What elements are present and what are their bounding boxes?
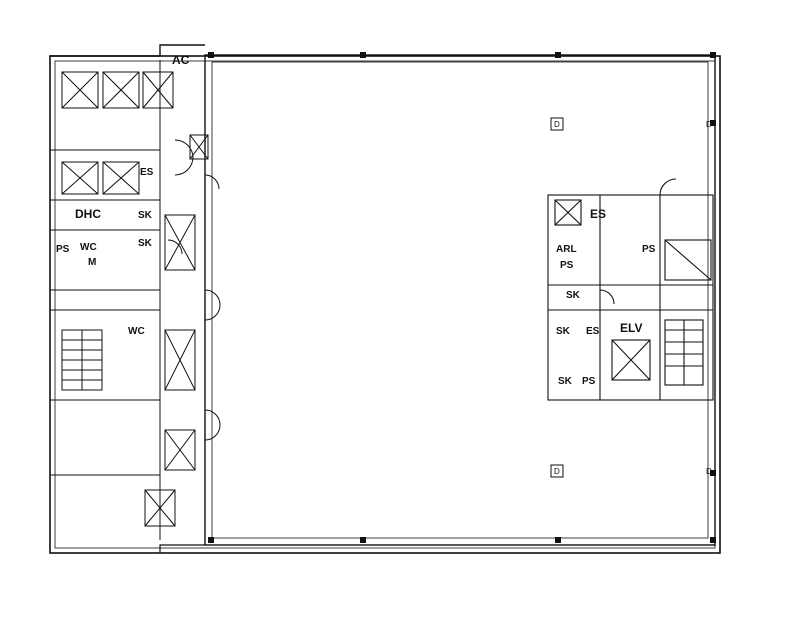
label-ac: AC	[172, 53, 190, 67]
label-sk-r2: SK	[556, 326, 571, 337]
label-wc-mid: WC	[128, 326, 145, 337]
column-marker: D	[706, 467, 712, 476]
label-ps-r4: PS	[582, 376, 596, 387]
room-labels: AC ES DHC SK PS WC M SK WC ES ARL PS PS …	[56, 53, 656, 387]
column-marker: D	[554, 467, 560, 476]
label-m: M	[88, 257, 96, 268]
label-ps-r2: PS	[642, 244, 656, 255]
label-sk-right: SK	[566, 290, 581, 301]
label-arl: ARL	[556, 244, 577, 255]
column-marker: D	[554, 120, 560, 129]
label-es-r2: ES	[586, 326, 600, 337]
perimeter-columns	[208, 52, 716, 543]
left-core	[50, 60, 221, 540]
label-es-right: ES	[590, 207, 606, 221]
label-es-left: ES	[140, 167, 154, 178]
label-ps-left: PS	[56, 244, 70, 255]
outer-walls	[49, 44, 721, 554]
label-elv: ELV	[620, 321, 642, 335]
label-sk-2: SK	[138, 238, 153, 249]
column-marker: D	[706, 120, 712, 129]
interior-columns: D D D D	[550, 117, 712, 478]
label-sk-r3: SK	[558, 376, 573, 387]
label-sk-1: SK	[138, 210, 153, 221]
label-dhc: DHC	[75, 207, 101, 221]
label-ps-r1: PS	[560, 260, 574, 271]
right-core	[547, 178, 714, 401]
label-wc-left: WC	[80, 242, 97, 253]
